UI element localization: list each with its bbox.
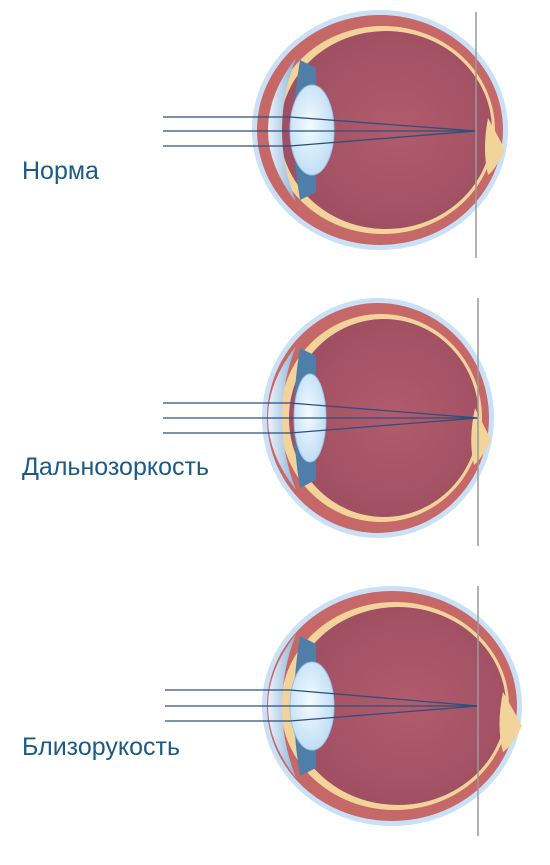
- panel-normal: Норма: [0, 0, 550, 285]
- label-normal: Норма: [22, 157, 99, 185]
- cornea-normal: [268, 58, 296, 202]
- panel-hyperopia: Дальнозоркость: [0, 290, 550, 575]
- eye-diagram-myopia: [165, 586, 522, 836]
- label-hyperopia: Дальнозоркость: [22, 453, 209, 481]
- optic-nerve-normal: [485, 118, 505, 175]
- optic-nerve-myopia: [499, 692, 522, 752]
- light-rays-normal: [163, 116, 477, 147]
- lens-normal: [289, 84, 335, 176]
- eye-diagram-hyperopia: [163, 298, 494, 546]
- light-rays-myopia: [165, 689, 479, 722]
- light-rays-hyperopia: [163, 402, 479, 434]
- eye-diagram-normal: [163, 10, 508, 258]
- label-myopia: Близорукость: [22, 733, 180, 761]
- optic-nerve-hyperopia: [471, 408, 491, 465]
- panel-myopia: Близорукость: [0, 580, 550, 865]
